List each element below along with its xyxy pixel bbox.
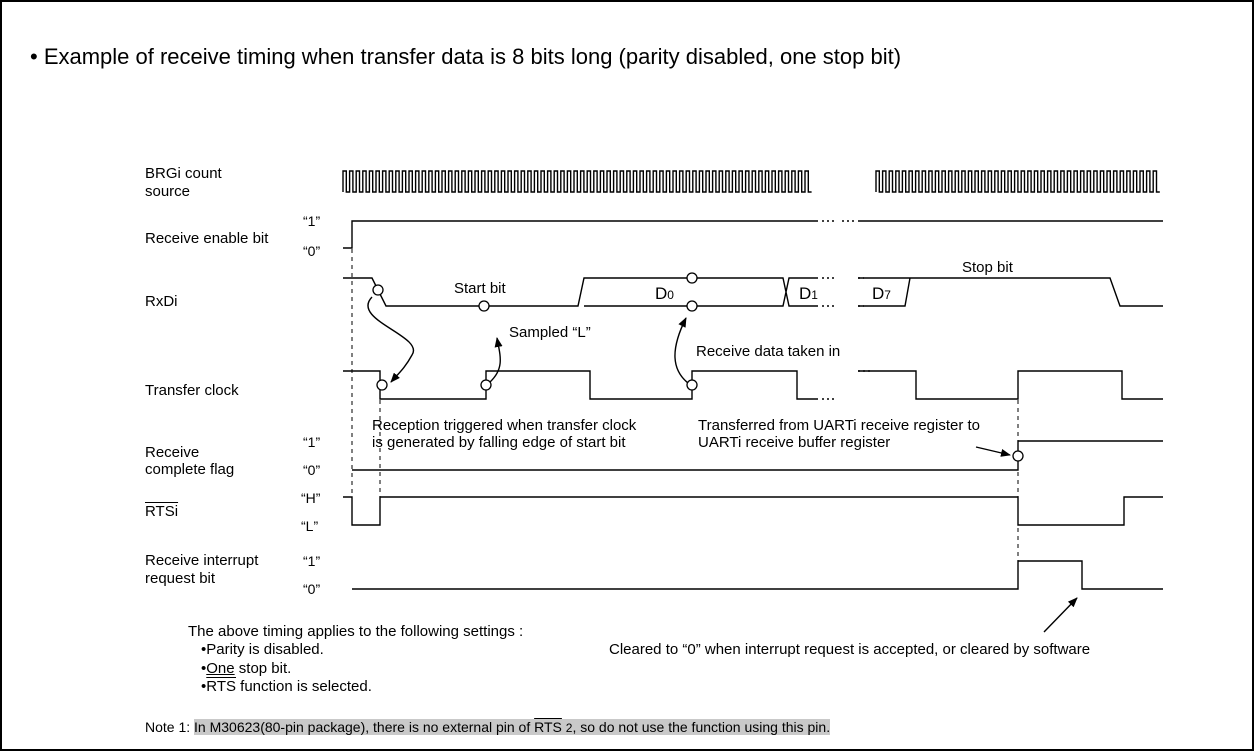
rir-level-zero: “0” (303, 581, 321, 597)
receive-enable-label: Receive enable bit (145, 230, 269, 247)
arrow-transferred (975, 446, 1011, 457)
rcf-level-one: “1” (303, 434, 321, 450)
sample-mark (686, 379, 698, 391)
sample-mark (376, 379, 388, 391)
reception-note-line2: is generated by falling edge of start bi… (372, 434, 626, 451)
reception-note-line1: Reception triggered when transfer clock (372, 417, 637, 434)
brg-label-line1: BRGi count (145, 165, 222, 182)
arrow-cleared (1043, 597, 1078, 633)
rxd-label: RxDi (145, 293, 178, 310)
rts-level-high: “H” (301, 490, 321, 506)
rir-label-line2: request bit (145, 570, 216, 587)
level-zero: “0” (303, 243, 321, 259)
brg-label-line2: source (145, 183, 191, 200)
bit-d7: D7 (872, 284, 891, 303)
transferred-note-line1: Transferred from UARTi receive register … (698, 417, 981, 434)
settings-parity: •Parity is disabled. (201, 641, 324, 658)
sample-mark (478, 300, 490, 312)
bit-d1: D1 (799, 284, 818, 303)
transfer-clock-waveform (343, 370, 1163, 400)
brg-clock-train-1 (342, 170, 812, 193)
rcf-label-line2: complete flag (145, 461, 235, 478)
sampled-label: Sampled “L” (509, 324, 591, 341)
rts-level-low: “L” (301, 518, 319, 534)
bit-d0: D0 (655, 284, 674, 303)
rxd-waveform (343, 277, 1163, 307)
sample-mark (1012, 450, 1024, 462)
rtsi-label: RTSi (145, 503, 179, 520)
receive-data-label: Receive data taken in (696, 343, 841, 360)
stop-bit-label: Stop bit (962, 259, 1013, 276)
footnote: Note 1: In M30623(80-pin package), there… (145, 719, 831, 735)
level-one: “1” (303, 213, 321, 229)
brg-clock-train-2 (875, 170, 1160, 193)
transferred-note-line2: UARTi receive buffer register (698, 434, 891, 451)
settings-rts: •RTS function is selected. (201, 678, 372, 695)
cleared-note: Cleared to “0” when interrupt request is… (609, 641, 1091, 658)
settings-intro: The above timing applies to the followin… (188, 623, 524, 640)
arrow-sampled (489, 337, 503, 383)
rcf-label-line1: Receive (145, 444, 200, 461)
rcf-level-zero: “0” (303, 462, 321, 478)
start-bit-label: Start bit (454, 280, 506, 297)
arrow-receive-data (674, 317, 689, 384)
sample-mark (686, 272, 698, 284)
arrow-trigger (367, 296, 415, 383)
settings-stop-bit: •One stop bit. (201, 660, 292, 677)
sample-mark (480, 379, 492, 391)
interrupt-request-waveform (352, 560, 1163, 590)
sample-mark (372, 284, 384, 296)
rir-label-line1: Receive interrupt (145, 552, 259, 569)
rir-level-one: “1” (303, 553, 321, 569)
page-title: • Example of receive timing when transfe… (30, 44, 902, 69)
rtsi-waveform (343, 496, 1163, 526)
receive-enable-waveform (343, 220, 1163, 249)
sample-mark (686, 300, 698, 312)
transfer-clock-label: Transfer clock (145, 382, 239, 399)
break-dots (822, 220, 872, 400)
